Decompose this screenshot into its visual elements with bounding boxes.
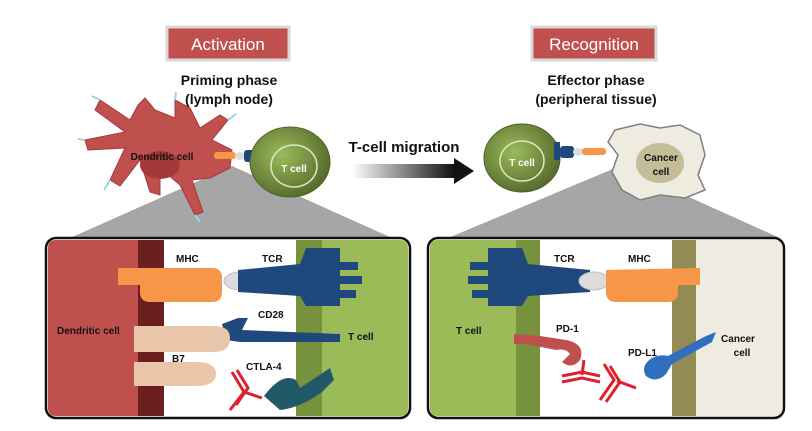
effector-phase-title: Effector phase (547, 72, 644, 88)
mhc-left (118, 268, 222, 302)
right-mhc-label: MHC (628, 254, 651, 265)
right-pd1-label: PD-1 (556, 324, 579, 335)
left-b7-label: B7 (172, 354, 185, 365)
mhc-right (606, 268, 700, 302)
right-t-cell-label: T cell (456, 326, 482, 337)
t-cell-top-right-label: T cell (509, 158, 535, 169)
cancer-cell-top-label-2: cell (653, 167, 670, 178)
antibody-right-2 (598, 363, 637, 403)
right-detail-panel (426, 236, 786, 420)
left-t-cell-label: T cell (348, 332, 374, 343)
priming-phase-title: Priming phase (181, 72, 278, 88)
left-detail-panel (44, 236, 412, 420)
activation-tag: Activation (165, 25, 291, 62)
pd1 (514, 334, 582, 366)
left-tcr-label: TCR (262, 254, 283, 265)
b7-upper (134, 326, 230, 352)
left-cd28-label: CD28 (258, 310, 284, 321)
left-dendritic-cell-label: Dendritic cell (57, 326, 120, 337)
effector-phase-subtitle: (peripheral tissue) (535, 91, 656, 107)
pdl1 (644, 332, 716, 380)
right-cancer-label-1: Cancer (721, 334, 755, 345)
t-cell-top-left-label: T cell (281, 164, 307, 175)
zoom-funnel-right (448, 166, 780, 238)
cancer-cell-top-label-1: Cancer (644, 153, 678, 164)
tcr-right (468, 248, 590, 306)
right-pdl1-label: PD-L1 (628, 348, 657, 359)
antibody-right-1 (561, 359, 601, 384)
t-cell-top-left (249, 126, 331, 198)
tcr-left (238, 248, 362, 306)
priming-phase-subtitle: (lymph node) (185, 91, 273, 107)
tcr-mhc-mini-right (554, 142, 606, 160)
b7-lower (134, 362, 216, 386)
zoom-funnel-left (70, 166, 392, 238)
dendritic-cell-shape (77, 91, 237, 223)
right-cancer-label-2: cell (734, 348, 751, 359)
antibody-left (228, 369, 263, 411)
activation-tag-text: Activation (191, 35, 265, 54)
left-ctla4-label: CTLA-4 (246, 362, 282, 373)
t-cell-migration-label: T-cell migration (349, 139, 460, 156)
migration-arrow (352, 158, 474, 184)
dendritic-cell-label: Dendritic cell (131, 152, 194, 163)
right-tcr-label: TCR (554, 254, 575, 265)
cancer-cell-top (607, 123, 707, 201)
cd28 (222, 318, 340, 342)
recognition-tag-text: Recognition (549, 35, 639, 54)
left-mhc-label: MHC (176, 254, 199, 265)
recognition-tag: Recognition (530, 25, 658, 62)
ctla4 (264, 368, 334, 410)
